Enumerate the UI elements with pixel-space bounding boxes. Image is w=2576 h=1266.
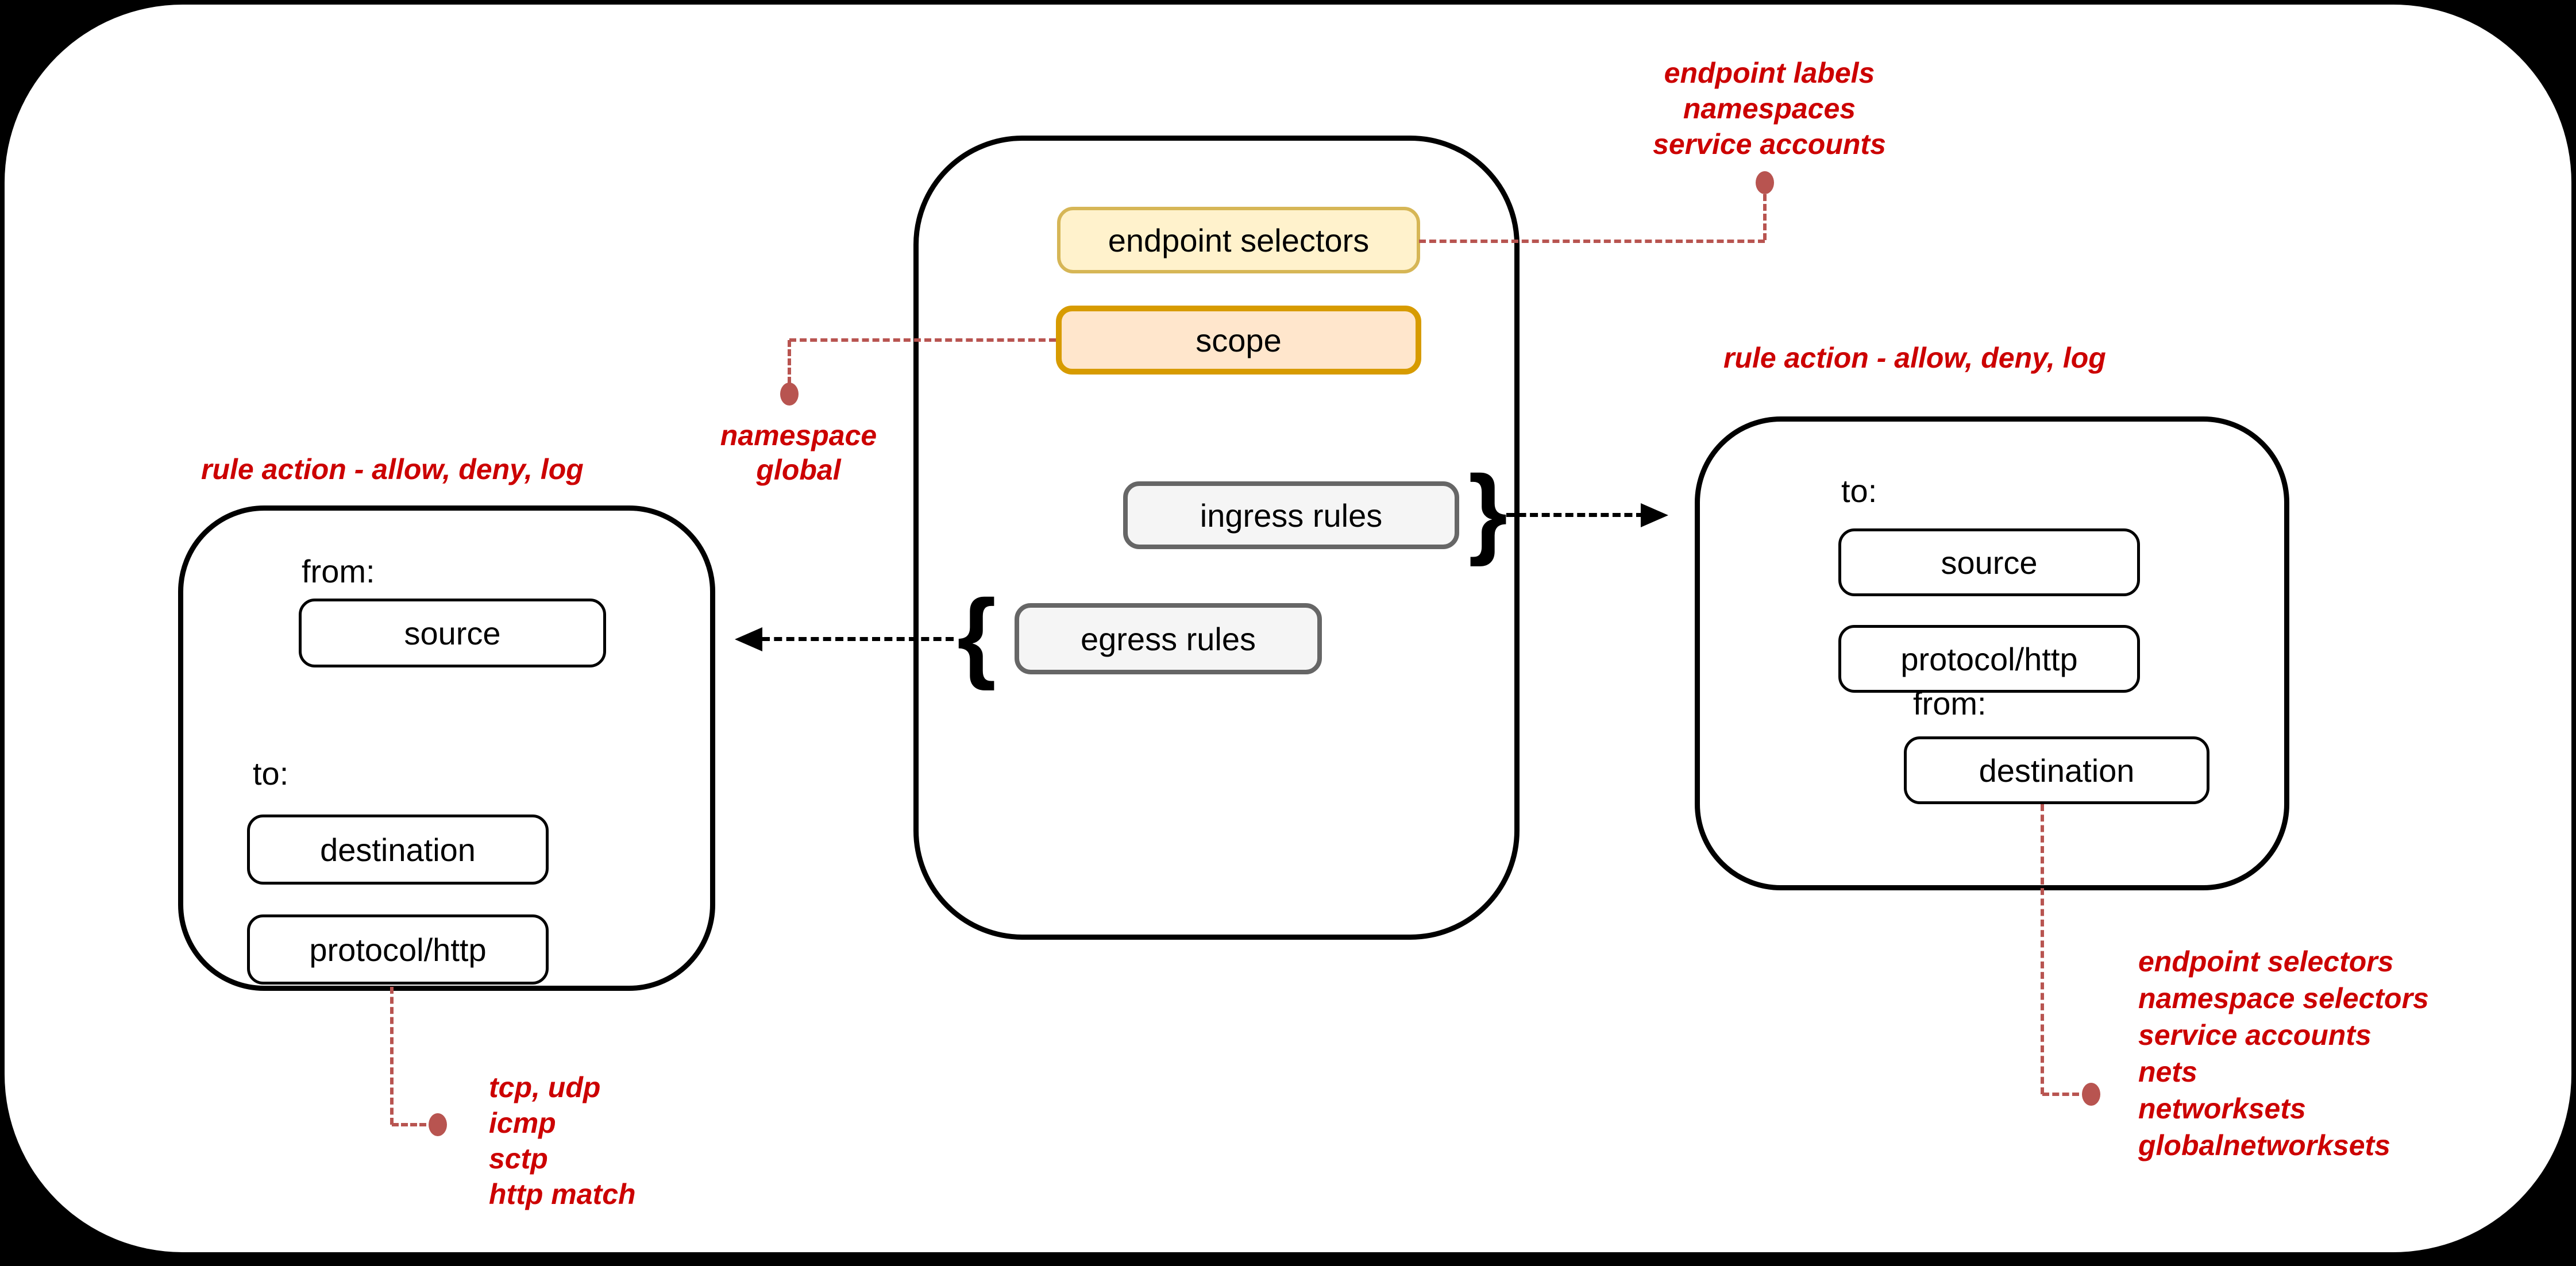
annotation-line: globalnetworksets	[2138, 1129, 2390, 1161]
annotation-line: service accounts	[1653, 128, 1886, 160]
scope-connector-h	[789, 338, 1056, 342]
left-protocol-box: protocol/http	[247, 914, 549, 985]
annotation-line: sctp	[489, 1143, 548, 1175]
endpoint-labels-connector-h	[1419, 240, 1765, 243]
annotation-line: service accounts	[2138, 1019, 2371, 1051]
right-destination-label: destination	[1979, 752, 2135, 789]
ingress-rules-label: ingress rules	[1200, 497, 1383, 534]
protocol-connector-v	[390, 987, 394, 1125]
right-from-label: from:	[1913, 685, 1987, 721]
left-destination-label: destination	[320, 831, 476, 868]
left-from-label: from:	[302, 553, 375, 589]
right-destination-box: destination	[1904, 736, 2209, 804]
right-rule-title: rule action - allow, deny, log	[1723, 342, 2106, 374]
annotation-line: endpoint selectors	[2138, 945, 2394, 978]
annotation-line: endpoint labels	[1664, 57, 1875, 89]
ingress-rules-box: ingress rules	[1123, 481, 1459, 549]
ingress-brace: }	[1468, 455, 1508, 568]
right-source-box: source	[1838, 528, 2140, 596]
left-source-box: source	[299, 599, 606, 667]
destination-connector-v	[2041, 804, 2044, 1094]
scope-connector-dot	[780, 383, 799, 406]
ingress-arrow-line	[1506, 513, 1644, 517]
right-to-label: to:	[1841, 473, 1877, 509]
egress-rules-label: egress rules	[1080, 620, 1256, 657]
left-source-label: source	[404, 615, 501, 651]
annotation-line: global	[756, 454, 841, 486]
annotation-line: icmp	[489, 1107, 556, 1139]
protocol-connector-h	[392, 1123, 426, 1126]
protocol-connector-dot	[429, 1113, 447, 1136]
annotation-line: http match	[489, 1178, 636, 1210]
annotation-line: networksets	[2138, 1093, 2306, 1125]
right-source-label: source	[1941, 544, 2038, 581]
left-protocol-label: protocol/http	[309, 931, 487, 968]
scope-connector-v	[788, 340, 791, 384]
scope-label: scope	[1196, 322, 1282, 358]
endpoint-labels-connector-dot	[1756, 171, 1774, 194]
policy-container	[913, 136, 1520, 940]
left-destination-box: destination	[247, 815, 549, 885]
egress-rules-box: egress rules	[1015, 603, 1322, 674]
annotation-line: namespace	[720, 419, 877, 451]
egress-brace: {	[957, 579, 997, 692]
endpoint-selectors-label: endpoint selectors	[1108, 222, 1370, 258]
ingress-arrow-head	[1641, 503, 1668, 527]
right-rule-box	[1695, 416, 2289, 890]
annotation-destination-values: endpoint selectors namespace selectors ser…	[2138, 943, 2429, 1164]
annotation-line: nets	[2138, 1056, 2197, 1088]
left-to-label: to:	[253, 755, 289, 792]
scope-box: scope	[1056, 306, 1421, 375]
egress-arrow-head	[735, 627, 762, 651]
left-rule-box	[178, 505, 715, 991]
destination-connector-h	[2042, 1093, 2079, 1096]
endpoint-selectors-box: endpoint selectors	[1057, 207, 1420, 273]
annotation-line: namespaces	[1683, 92, 1856, 125]
destination-connector-dot	[2082, 1083, 2100, 1106]
right-protocol-box: protocol/http	[1838, 625, 2140, 693]
endpoint-labels-connector-v	[1763, 194, 1767, 240]
egress-arrow-line	[762, 637, 954, 641]
annotation-line: namespace selectors	[2138, 982, 2429, 1014]
left-rule-title: rule action - allow, deny, log	[201, 453, 584, 485]
annotation-line: tcp, udp	[489, 1071, 601, 1103]
right-protocol-label: protocol/http	[1900, 640, 2078, 677]
